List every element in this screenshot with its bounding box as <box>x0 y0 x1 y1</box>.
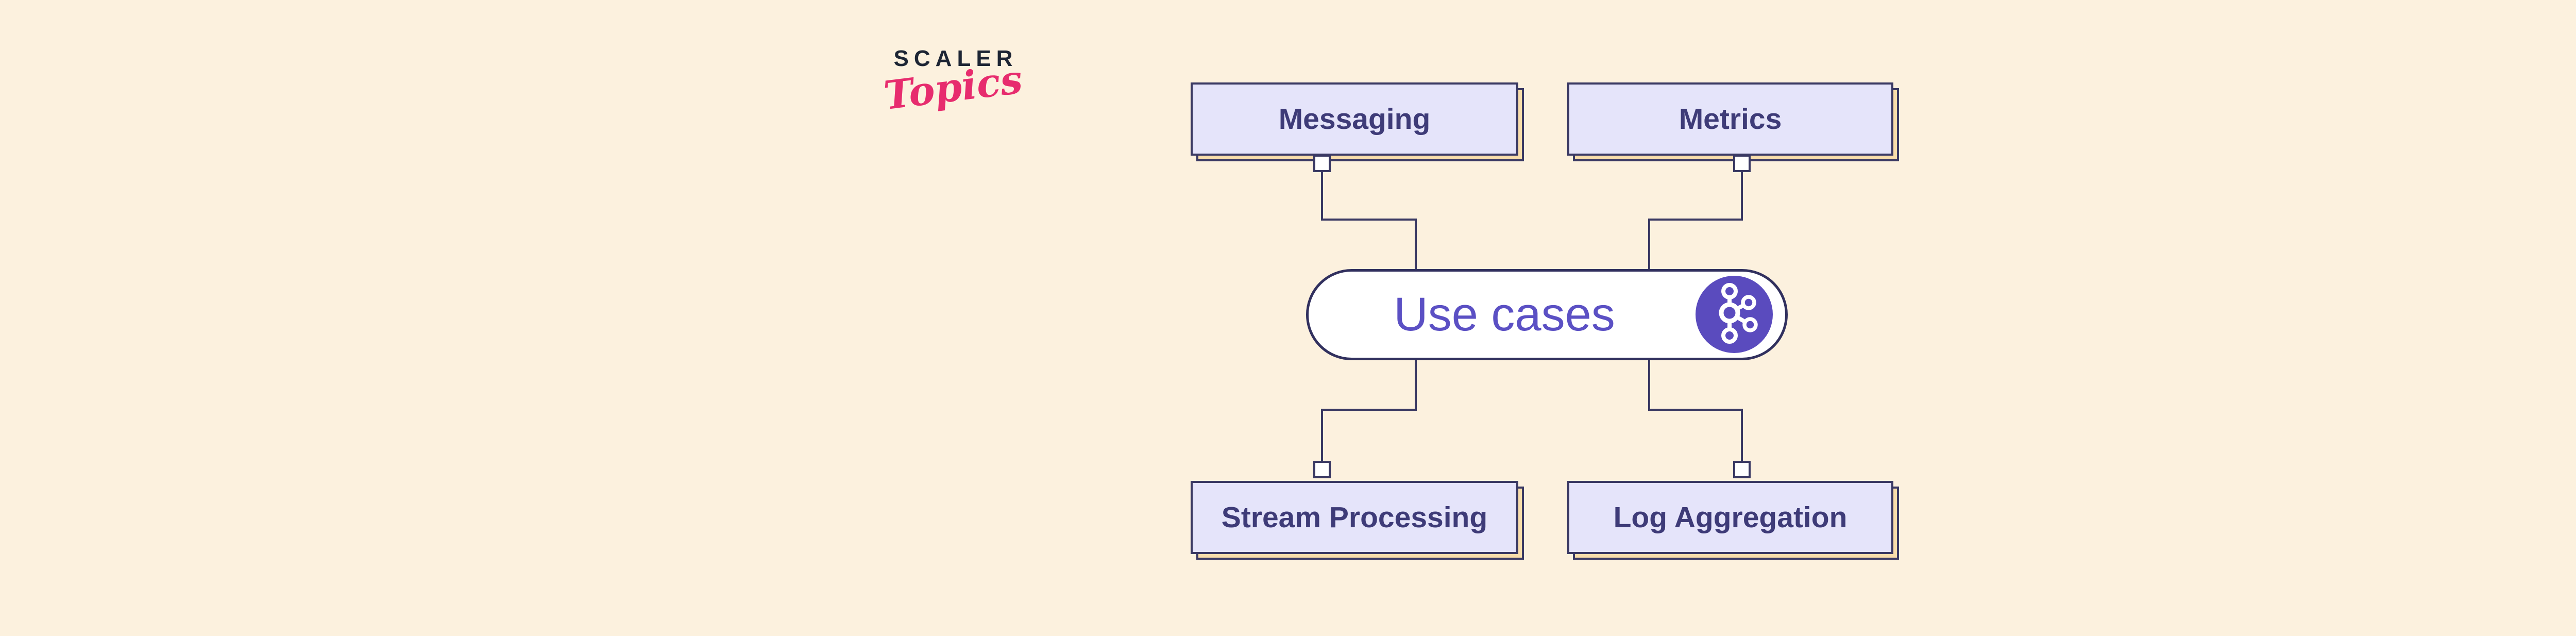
connector-metrics-to-usecases <box>1648 172 1743 270</box>
node-label-log-aggregation: Log Aggregation <box>1613 501 1848 534</box>
scaler-logo-title: SCALER <box>893 46 1018 71</box>
connector-port <box>1733 155 1751 172</box>
node-face: Log Aggregation <box>1567 481 1893 554</box>
connector-port <box>1733 461 1751 478</box>
node-metrics: Metrics <box>1567 82 1899 161</box>
connector-messaging-to-usecases <box>1321 172 1417 270</box>
node-label-stream-processing: Stream Processing <box>1221 501 1488 534</box>
connector-usecases-to-stream-processing <box>1321 359 1417 462</box>
kafka-icon <box>1719 283 1758 344</box>
node-face: Metrics <box>1567 82 1893 156</box>
scaler-topics-logo: SCALER Topics <box>876 46 1030 119</box>
connector-port <box>1313 155 1331 172</box>
node-stream-processing: Stream Processing <box>1191 481 1524 560</box>
node-label-metrics: Metrics <box>1679 103 1782 136</box>
node-label-messaging: Messaging <box>1278 103 1431 136</box>
node-face: Stream Processing <box>1191 481 1518 554</box>
node-messaging: Messaging <box>1191 82 1524 161</box>
connector-usecases-to-log-aggregation <box>1648 359 1743 462</box>
connector-port <box>1313 461 1331 478</box>
use-cases-label: Use cases <box>1394 288 1615 341</box>
use-cases-pill: Use cases <box>1306 269 1788 360</box>
kafka-badge <box>1696 276 1773 353</box>
node-face: Messaging <box>1191 82 1518 156</box>
node-log-aggregation: Log Aggregation <box>1567 481 1899 560</box>
